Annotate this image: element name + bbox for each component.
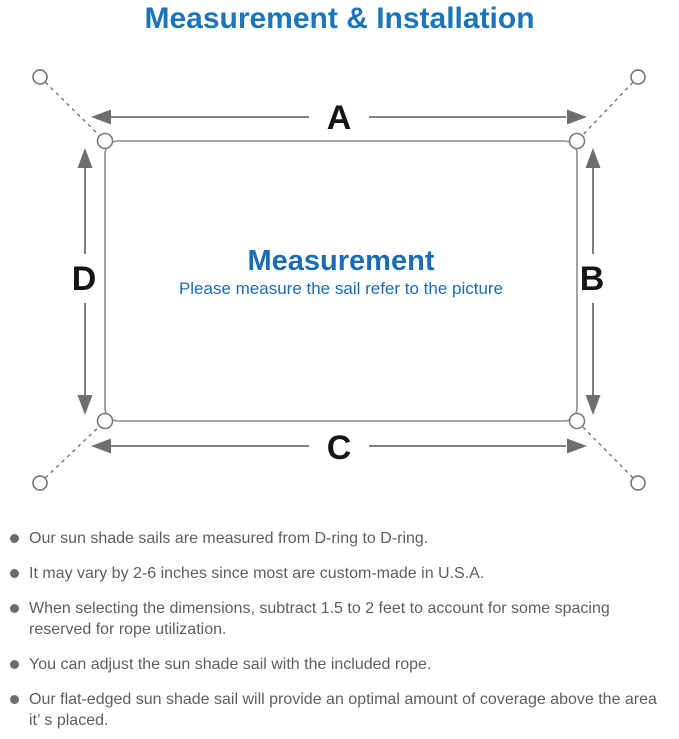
list-item: Our flat-edged sun shade sail will provi… bbox=[10, 689, 670, 731]
rope-dash-top-left bbox=[39, 76, 106, 142]
d-ring-bottom-right-icon bbox=[568, 412, 586, 430]
note-text: You can adjust the sun shade sail with t… bbox=[29, 656, 432, 673]
list-item: When selecting the dimensions, subtract … bbox=[10, 598, 670, 640]
bullet-icon bbox=[10, 534, 19, 543]
anchor-point-bottom-left-icon bbox=[32, 475, 48, 491]
diagram-center-title: Measurement bbox=[248, 245, 435, 277]
page-title: Measurement & Installation bbox=[144, 2, 535, 35]
rope-dash-top-right bbox=[576, 76, 639, 142]
dimension-label-a: A bbox=[327, 99, 352, 137]
bullet-icon bbox=[10, 660, 19, 669]
rope-dash-bottom-right bbox=[576, 420, 639, 484]
d-ring-bottom-left-icon bbox=[96, 412, 114, 430]
list-item: You can adjust the sun shade sail with t… bbox=[10, 654, 670, 675]
dimension-arrow-a: A bbox=[91, 99, 587, 137]
dimension-label-d: D bbox=[72, 260, 97, 298]
dimension-arrow-b: B bbox=[580, 148, 605, 415]
dimension-label-b: B bbox=[580, 260, 605, 298]
measurement-diagram: A C D B Measurement Please meas bbox=[32, 69, 646, 491]
anchor-point-bottom-right-icon bbox=[630, 475, 646, 491]
diagram-center-subtitle: Please measure the sail refer to the pic… bbox=[179, 279, 503, 298]
bullet-icon bbox=[10, 569, 19, 578]
list-item: It may vary by 2-6 inches since most are… bbox=[10, 563, 670, 584]
d-ring-top-left-icon bbox=[96, 132, 114, 150]
bullet-icon bbox=[10, 695, 19, 704]
note-text: Our sun shade sails are measured from D-… bbox=[29, 530, 429, 547]
notes-list: Our sun shade sails are measured from D-… bbox=[10, 528, 670, 739]
note-text: When selecting the dimensions, subtract … bbox=[29, 600, 610, 638]
note-text: Our flat-edged sun shade sail will provi… bbox=[29, 691, 657, 729]
anchor-point-top-right-icon bbox=[630, 69, 646, 85]
dimension-arrow-c: C bbox=[91, 429, 587, 467]
dimension-arrow-d: D bbox=[72, 148, 97, 415]
anchor-point-top-left-icon bbox=[32, 69, 48, 85]
note-text: It may vary by 2-6 inches since most are… bbox=[29, 565, 485, 582]
list-item: Our sun shade sails are measured from D-… bbox=[10, 528, 670, 549]
sail-outline bbox=[104, 140, 578, 422]
d-ring-top-right-icon bbox=[568, 132, 586, 150]
rope-dash-bottom-left bbox=[39, 420, 106, 484]
dimension-label-c: C bbox=[327, 429, 352, 467]
bullet-icon bbox=[10, 604, 19, 613]
